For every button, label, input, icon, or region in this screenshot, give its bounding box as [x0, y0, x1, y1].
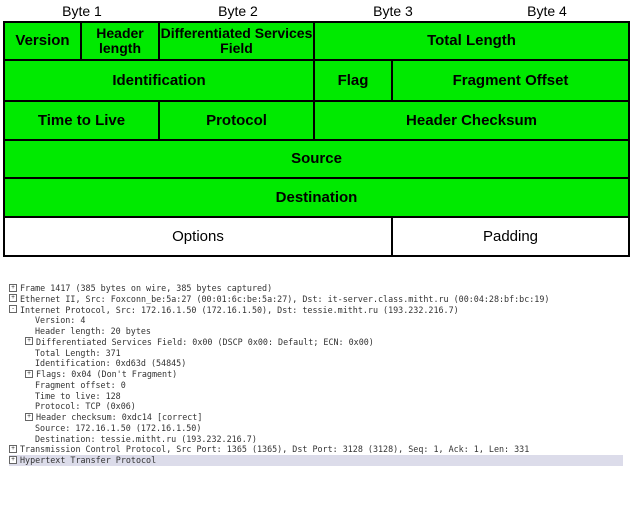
tree-row-frame[interactable]: +Frame 1417 (385 bytes on wire, 385 byte…	[9, 283, 623, 294]
tree-row-ip-protocol[interactable]: Protocol: TCP (0x06)	[9, 401, 623, 412]
tree-row-ip-destination[interactable]: Destination: tessie.mitht.ru (193.232.21…	[9, 434, 623, 445]
field-protocol: Protocol	[158, 100, 315, 141]
byte-label-1: Byte 1	[62, 3, 102, 19]
tree-row-ip-header-length[interactable]: Header length: 20 bytes	[9, 326, 623, 337]
expand-plus-icon[interactable]: +	[25, 369, 33, 378]
field-identification: Identification	[3, 59, 315, 102]
byte-label-4: Byte 4	[527, 3, 567, 19]
row-word-5: Destination	[3, 177, 630, 218]
field-header-checksum: Header Checksum	[313, 100, 630, 141]
tree-row-ip-source[interactable]: Source: 172.16.1.50 (172.16.1.50)	[9, 423, 623, 434]
tree-row-label: Total Length: 371	[35, 347, 121, 358]
field-total-length: Total Length	[313, 21, 630, 61]
byte-label-2: Byte 2	[218, 3, 258, 19]
tree-row-ip-flags[interactable]: +Flags: 0x04 (Don't Fragment)	[9, 369, 623, 380]
row-word-3: Time to Live Protocol Header Checksum	[3, 100, 630, 141]
field-time-to-live: Time to Live	[3, 100, 160, 141]
tree-row-tcp[interactable]: +Transmission Control Protocol, Src Port…	[9, 444, 623, 455]
tree-row-ethernet[interactable]: +Ethernet II, Src: Foxconn_be:5a:27 (00:…	[9, 294, 623, 305]
row-word-1: Version Header length Differentiated Ser…	[3, 21, 630, 61]
row-word-2: Identification Flag Fragment Offset	[3, 59, 630, 102]
field-options: Options	[3, 216, 393, 257]
field-source: Source	[3, 139, 630, 179]
ipv4-header-diagram: Byte 1 Byte 2 Byte 3 Byte 4 Version Head…	[3, 3, 630, 257]
tree-row-label: Flags: 0x04 (Don't Fragment)	[36, 369, 178, 379]
tree-row-label: Protocol: TCP (0x06)	[35, 401, 136, 412]
tree-row-label: Internet Protocol, Src: 172.16.1.50 (172…	[20, 304, 459, 315]
expand-plus-icon[interactable]: +	[9, 294, 17, 303]
tree-row-label: Identification: 0xd63d (54845)	[35, 358, 187, 369]
header-field-table: Version Header length Differentiated Ser…	[3, 21, 630, 257]
tree-row-label: Transmission Control Protocol, Src Port:…	[20, 444, 530, 455]
tree-row-ip-version[interactable]: Version: 4	[9, 315, 623, 326]
field-differentiated-services: Differentiated Services Field	[158, 21, 315, 61]
tree-row-ip-total-length[interactable]: Total Length: 371	[9, 348, 623, 359]
expand-plus-icon[interactable]: +	[25, 337, 33, 346]
tree-row-label: Hypertext Transfer Protocol	[20, 455, 157, 465]
tree-row-label: Header length: 20 bytes	[35, 326, 151, 336]
tree-row-ip-ttl[interactable]: Time to live: 128	[9, 391, 623, 402]
field-flag: Flag	[313, 59, 393, 102]
row-word-6: Options Padding	[3, 216, 630, 257]
tree-row-label: Time to live: 128	[35, 390, 121, 401]
tree-row-http[interactable]: +Hypertext Transfer Protocol	[9, 455, 623, 466]
tree-row-label: Ethernet II, Src: Foxconn_be:5a:27 (00:0…	[20, 293, 550, 304]
tree-row-label: Destination: tessie.mitht.ru (193.232.21…	[35, 433, 257, 444]
packet-details-tree: +Frame 1417 (385 bytes on wire, 385 byte…	[9, 283, 623, 466]
tree-row-label: Differentiated Services Field: 0x00 (DSC…	[36, 336, 374, 347]
tree-row-label: Source: 172.16.1.50 (172.16.1.50)	[35, 422, 202, 433]
expand-plus-icon[interactable]: +	[9, 444, 17, 453]
field-destination: Destination	[3, 177, 630, 218]
field-header-length: Header length	[80, 21, 160, 61]
tree-row-ip-checksum[interactable]: +Header checksum: 0xdc14 [correct]	[9, 412, 623, 423]
field-padding: Padding	[391, 216, 630, 257]
tree-row-ip-identification[interactable]: Identification: 0xd63d (54845)	[9, 358, 623, 369]
field-fragment-offset: Fragment Offset	[391, 59, 630, 102]
tree-row-ip[interactable]: -Internet Protocol, Src: 172.16.1.50 (17…	[9, 305, 623, 316]
tree-row-ip-dsfield[interactable]: +Differentiated Services Field: 0x00 (DS…	[9, 337, 623, 348]
row-word-4: Source	[3, 139, 630, 179]
tree-row-label: Version: 4	[35, 315, 86, 326]
expand-plus-icon[interactable]: +	[9, 283, 17, 292]
byte-label-3: Byte 3	[373, 3, 413, 19]
tree-row-label: Frame 1417 (385 bytes on wire, 385 bytes…	[20, 283, 273, 293]
expand-plus-icon[interactable]: +	[25, 412, 33, 421]
field-version: Version	[3, 21, 82, 61]
tree-row-label: Fragment offset: 0	[35, 379, 126, 390]
expand-plus-icon[interactable]: +	[9, 455, 17, 464]
tree-row-ip-fragment-offset[interactable]: Fragment offset: 0	[9, 380, 623, 391]
collapse-minus-icon[interactable]: -	[9, 305, 17, 313]
tree-row-label: Header checksum: 0xdc14 [correct]	[36, 412, 203, 422]
